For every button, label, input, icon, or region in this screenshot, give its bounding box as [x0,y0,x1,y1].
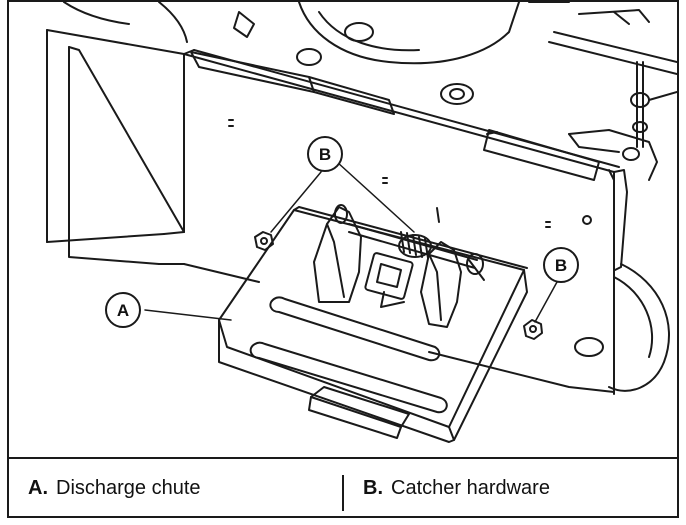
linkage-rods [568,61,677,181]
svg-text:B: B [319,145,331,164]
callout-b1: B [307,136,343,172]
legend-key-a: A. [28,477,48,499]
back-panel [183,49,628,395]
discharge-chute [218,206,528,443]
legend-text-b: Catcher hardware [391,477,550,499]
rear-wheel [608,263,670,392]
mower-illustration: A B B [46,2,677,443]
side-deflector [46,29,260,283]
callout-b2: B [543,247,579,283]
svg-text:A: A [117,301,129,320]
legend-divider [342,474,344,511]
legend-item-b: B. Catcher hardware [344,459,677,518]
legend-item-a: A. Discharge chute [9,459,342,518]
figure-frame: A B B A. Discharge chute B. Catcher hard… [7,0,679,518]
hardware-nut-right [523,319,543,340]
legend-key-b: B. [363,477,383,499]
legend-text-a: Discharge chute [56,477,201,499]
catcher-latch [313,204,485,328]
leader-lines [144,161,558,323]
svg-text:B: B [555,256,567,275]
hardware-nut-left [254,231,274,251]
legend: A. Discharge chute B. Catcher hardware [9,457,677,518]
mower-deck-background [63,2,677,105]
callout-a: A [105,292,141,328]
